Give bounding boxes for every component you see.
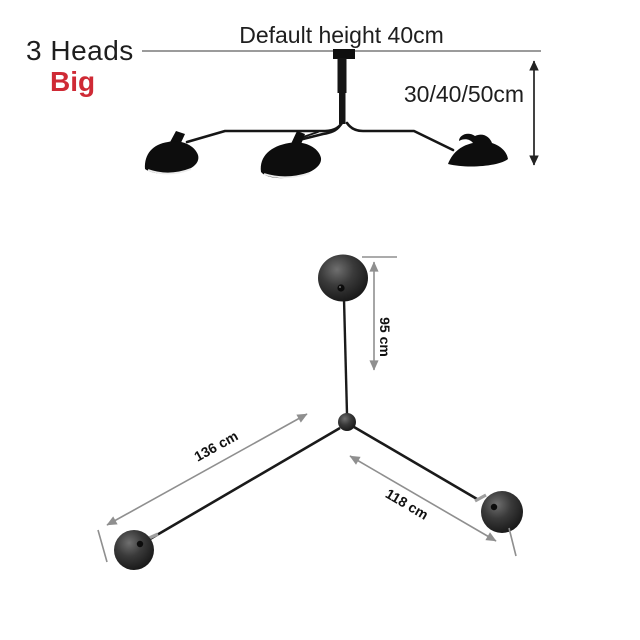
top-view-shade-left-knob xyxy=(136,540,144,548)
top-view-shade-right xyxy=(481,491,523,533)
top-view-arms xyxy=(149,298,478,541)
lamp-shade-center-rim xyxy=(263,172,311,179)
lamp-shade-center xyxy=(260,142,322,179)
lamp-shade-left-rim xyxy=(147,168,192,175)
top-view-shade-top-knob xyxy=(337,284,345,292)
ceiling-mount xyxy=(333,49,355,59)
lamp-arm-center xyxy=(297,122,343,142)
heads-count-label: 3 Heads xyxy=(26,35,134,66)
hanging-rod-lower xyxy=(339,93,346,124)
size-variant-label: Big xyxy=(50,66,96,97)
lamp-arms xyxy=(185,121,455,152)
lamp-side-view-illustration xyxy=(142,49,541,179)
rod-length-options-label: 30/40/50cm xyxy=(403,81,525,107)
top-view-arm-up xyxy=(342,298,349,415)
top-view-shade-top-knob-highlight xyxy=(338,285,342,289)
lamp-top-view-diagram xyxy=(97,254,523,570)
hanging-rod-upper xyxy=(337,58,347,93)
dimension-arrow-136 xyxy=(106,413,308,526)
top-view-shade-top xyxy=(318,254,368,302)
vertical-arm-measurement: 95 cm xyxy=(377,317,393,357)
extension-tick-right xyxy=(508,527,517,557)
dimension-arrow-118 xyxy=(349,455,497,542)
top-view-arm-lower-right xyxy=(353,425,478,501)
extension-tick-left xyxy=(97,529,108,563)
lamp-shades xyxy=(144,131,508,179)
lamp-shade-left xyxy=(144,141,199,174)
lamp-arm-left xyxy=(185,121,344,144)
top-view-shade-right-knob xyxy=(490,503,498,511)
default-height-label: Default height 40cm xyxy=(239,22,444,48)
top-view-arm-lower-left xyxy=(149,426,341,541)
top-view-shade-left xyxy=(114,530,154,570)
lamp-arm-right xyxy=(345,121,455,152)
dimension-lines xyxy=(97,256,517,563)
top-view-hub xyxy=(338,413,356,431)
lamp-shade-right xyxy=(448,133,508,167)
